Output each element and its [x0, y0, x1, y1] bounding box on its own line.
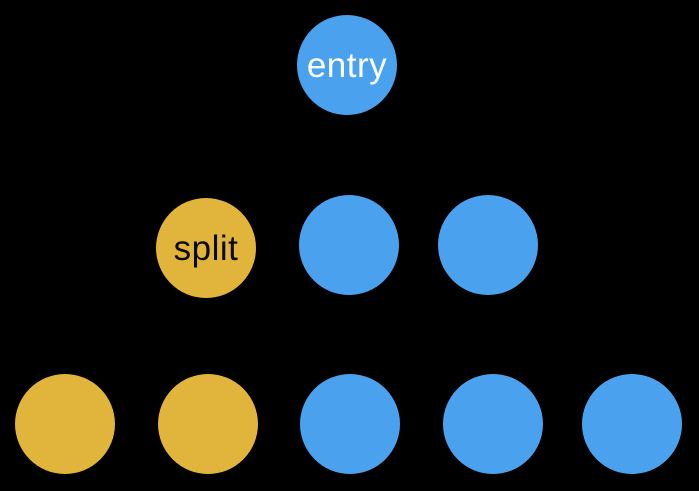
node-mid-blue-2 [438, 195, 538, 295]
node-entry: entry [297, 15, 397, 115]
node-label-entry: entry [306, 45, 388, 85]
node-mid-blue-1 [299, 195, 399, 295]
node-label-split: split [173, 228, 239, 268]
node-split: split [156, 198, 256, 298]
node-bottom-blue-1 [300, 374, 400, 474]
node-bottom-gold-2 [158, 374, 258, 474]
node-bottom-blue-2 [443, 374, 543, 474]
node-bottom-blue-3 [582, 374, 682, 474]
node-bottom-gold-1 [15, 374, 115, 474]
